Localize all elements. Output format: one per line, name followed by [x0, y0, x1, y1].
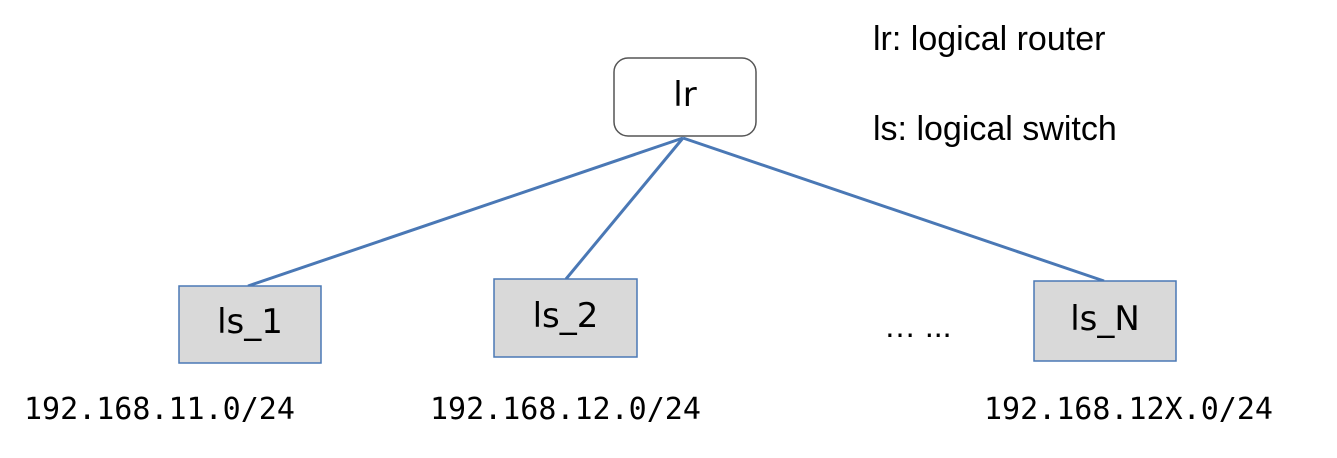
switch-node-1	[178, 285, 322, 364]
link-lr-ls2	[564, 137, 685, 280]
legend-router: lr: logical router	[873, 20, 1106, 58]
switch-label-1: ls_1	[217, 302, 283, 342]
switch-label-2: ls_2	[532, 296, 599, 336]
router-label: lr	[673, 75, 697, 115]
ellipsis: … ...	[884, 308, 952, 344]
subnet-label-n: 192.168.12X.0/24	[984, 392, 1273, 427]
subnet-label-1: 192.168.11.0/24	[24, 392, 295, 427]
switch-node-n	[1033, 280, 1177, 362]
switch-node-2	[493, 278, 638, 358]
subnet-label-2: 192.168.12.0/24	[430, 392, 701, 427]
link-lr-lsN	[682, 136, 1105, 283]
switch-label-n: ls_N	[1070, 299, 1140, 339]
legend-switch: ls: logical switch	[873, 110, 1117, 148]
link-lr-ls1	[247, 136, 684, 288]
router-node	[613, 57, 757, 137]
